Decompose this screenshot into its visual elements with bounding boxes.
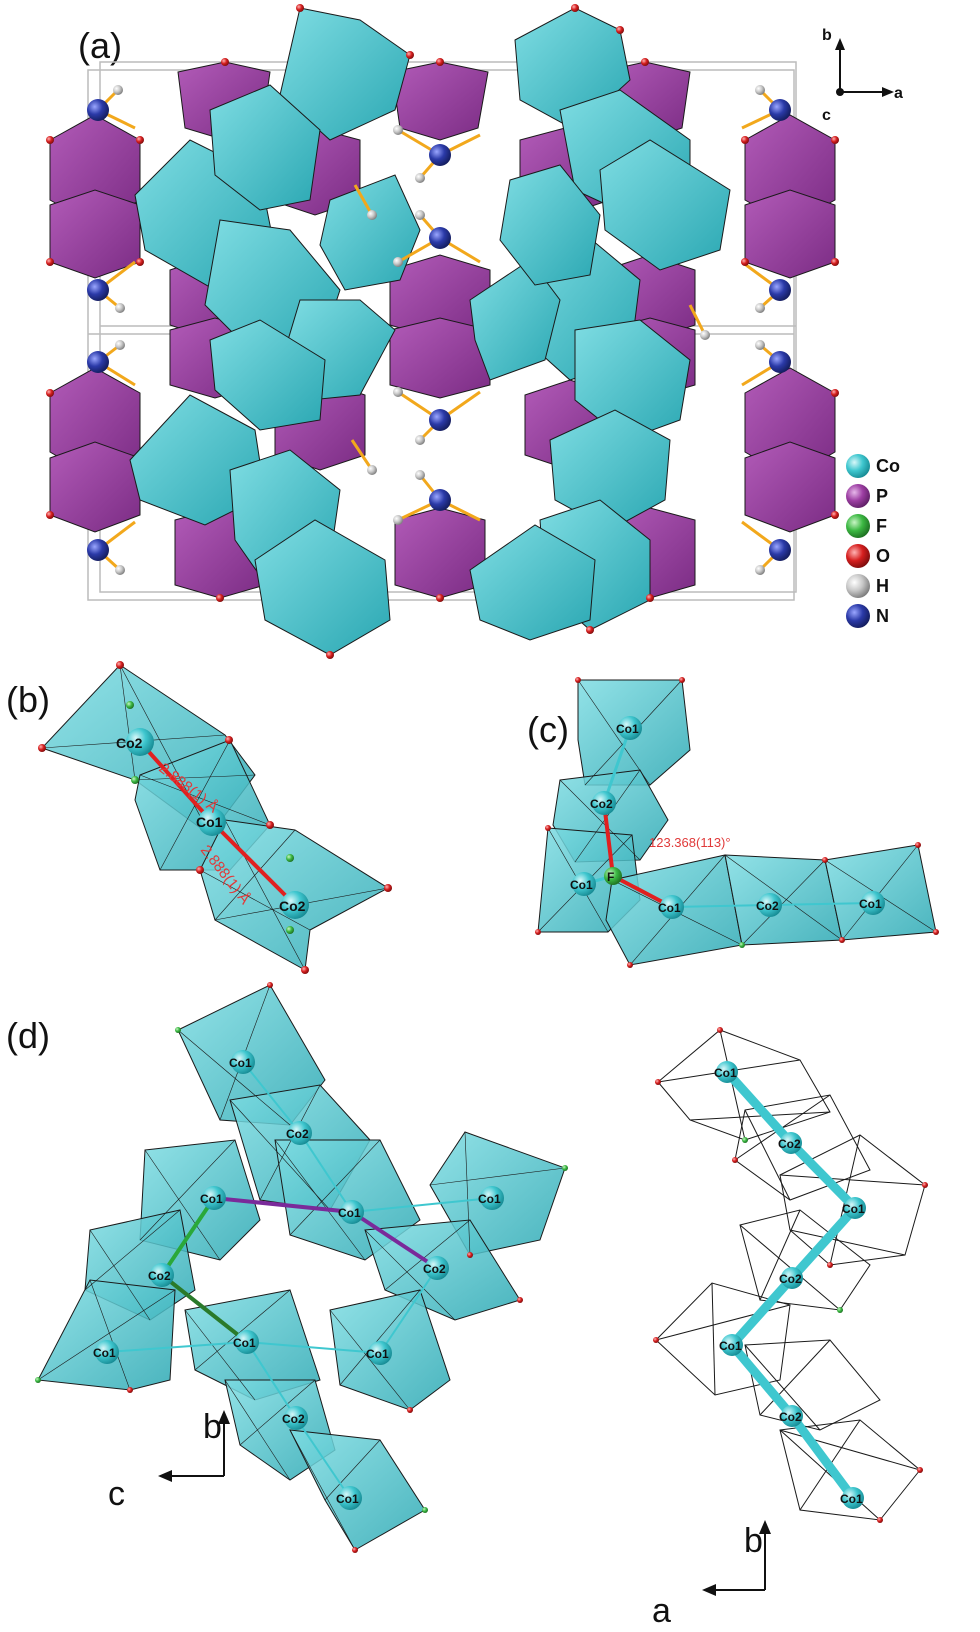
panel-c-polyhedra <box>537 679 937 966</box>
axis-a-a-label: a <box>894 85 903 102</box>
panel-b-bonds <box>138 740 297 907</box>
axes-d-right: b a <box>652 1520 771 1630</box>
atom-label: F <box>607 870 614 884</box>
axis-a-c-label: c <box>822 107 831 124</box>
svg-text:Co: Co <box>876 456 900 476</box>
panel-d-left-vertices <box>35 982 568 1553</box>
atom-co1 <box>198 808 226 836</box>
atom-label: Co1 <box>366 1347 389 1361</box>
panel-d-left-bonds <box>106 1061 493 1499</box>
atom-label: Co2 <box>279 898 306 914</box>
panel-d-right-atoms: Co1 Co2 Co1 Co2 Co1 Co2 Co1 <box>714 1061 866 1509</box>
legend-item-n: N <box>846 604 889 628</box>
atom-label: Co2 <box>590 797 613 811</box>
atom-co2-top <box>126 728 154 756</box>
atom-label: Co2 <box>286 1127 309 1141</box>
panel-b-label: (b) <box>6 679 50 720</box>
legend-item-p: P <box>846 484 888 508</box>
atom-label: Co1 <box>200 1192 223 1206</box>
atom-label: Co2 <box>282 1412 305 1426</box>
atom-label: Co2 <box>116 735 143 751</box>
atom-label: Co1 <box>233 1336 256 1350</box>
panel-b: (b) Co2 Co1 <box>6 661 392 974</box>
nitrogen-atoms <box>87 99 791 561</box>
angle-label: 123.368(113)° <box>649 835 731 850</box>
atom-label: Co1 <box>336 1492 359 1506</box>
axis-d-left-b-label: b <box>203 1408 222 1446</box>
panel-c-vertices <box>535 677 939 968</box>
svg-text:O: O <box>876 546 890 566</box>
atom-label: Co1 <box>616 722 639 736</box>
atom-label: Co1 <box>570 878 593 892</box>
panel-b-vertices <box>38 661 392 974</box>
atom-label: Co2 <box>756 899 779 913</box>
axis-d-right-a-label: a <box>652 1592 671 1630</box>
atom-label: Co2 <box>778 1137 801 1151</box>
panel-c-atoms: Co1 Co2 Co1 F Co1 Co2 Co1 <box>570 716 885 919</box>
axes-a: b c a <box>822 27 903 124</box>
panel-d-left-atoms: Co1 Co2 Co1 Co1 Co1 Co2 Co2 Co1 Co1 Co1 … <box>93 1050 504 1510</box>
atom-label: Co1 <box>859 897 882 911</box>
panel-c: (c) <box>527 677 939 968</box>
cobalt-polyhedra <box>129 7 731 656</box>
axis-d-left-c-label: c <box>108 1475 125 1513</box>
atom-label: Co1 <box>229 1056 252 1070</box>
legend-item-o: O <box>846 544 890 568</box>
atom-label: Co1 <box>338 1206 361 1220</box>
atom-label: Co2 <box>423 1262 446 1276</box>
atom-label: Co1 <box>840 1492 863 1506</box>
atom-label: Co2 <box>779 1410 802 1424</box>
atom-label: Co1 <box>714 1066 737 1080</box>
legend-item-f: F <box>846 514 887 538</box>
atom-label: Co1 <box>658 901 681 915</box>
panel-a: (a) <box>46 4 903 659</box>
panel-b-atoms: Co2 Co1 Co2 <box>116 728 309 919</box>
atom-label: Co1 <box>196 814 223 830</box>
panel-d: (d) <box>6 982 928 1630</box>
svg-text:F: F <box>876 516 887 536</box>
panel-d-left-polyhedra <box>37 984 566 1551</box>
legend-item-h: H <box>846 574 889 598</box>
panel-d-right-vertices <box>653 1027 928 1523</box>
svg-text:H: H <box>876 576 889 596</box>
hydrogen-atoms <box>113 85 765 575</box>
atom-co2-bottom <box>281 891 309 919</box>
atom-label: Co1 <box>93 1346 116 1360</box>
atom-label: Co1 <box>842 1202 865 1216</box>
panel-a-label: (a) <box>78 25 122 66</box>
oxygen-vertices <box>46 4 839 659</box>
atom-label: Co2 <box>148 1269 171 1283</box>
panel-d-label: (d) <box>6 1015 50 1056</box>
legend-item-co: Co <box>846 454 900 478</box>
atom-label: Co1 <box>719 1339 742 1353</box>
panel-c-label: (c) <box>527 709 569 750</box>
atom-label: Co2 <box>779 1272 802 1286</box>
svg-text:P: P <box>876 486 888 506</box>
axis-d-right-b-label: b <box>744 1522 763 1560</box>
axis-a-b-label: b <box>822 27 832 44</box>
legend: Co P F O H N <box>846 454 900 628</box>
svg-text:N: N <box>876 606 889 626</box>
phosphate-polyhedra <box>49 61 836 599</box>
atom-label: Co1 <box>478 1192 501 1206</box>
axes-d-left: b c <box>108 1408 230 1513</box>
